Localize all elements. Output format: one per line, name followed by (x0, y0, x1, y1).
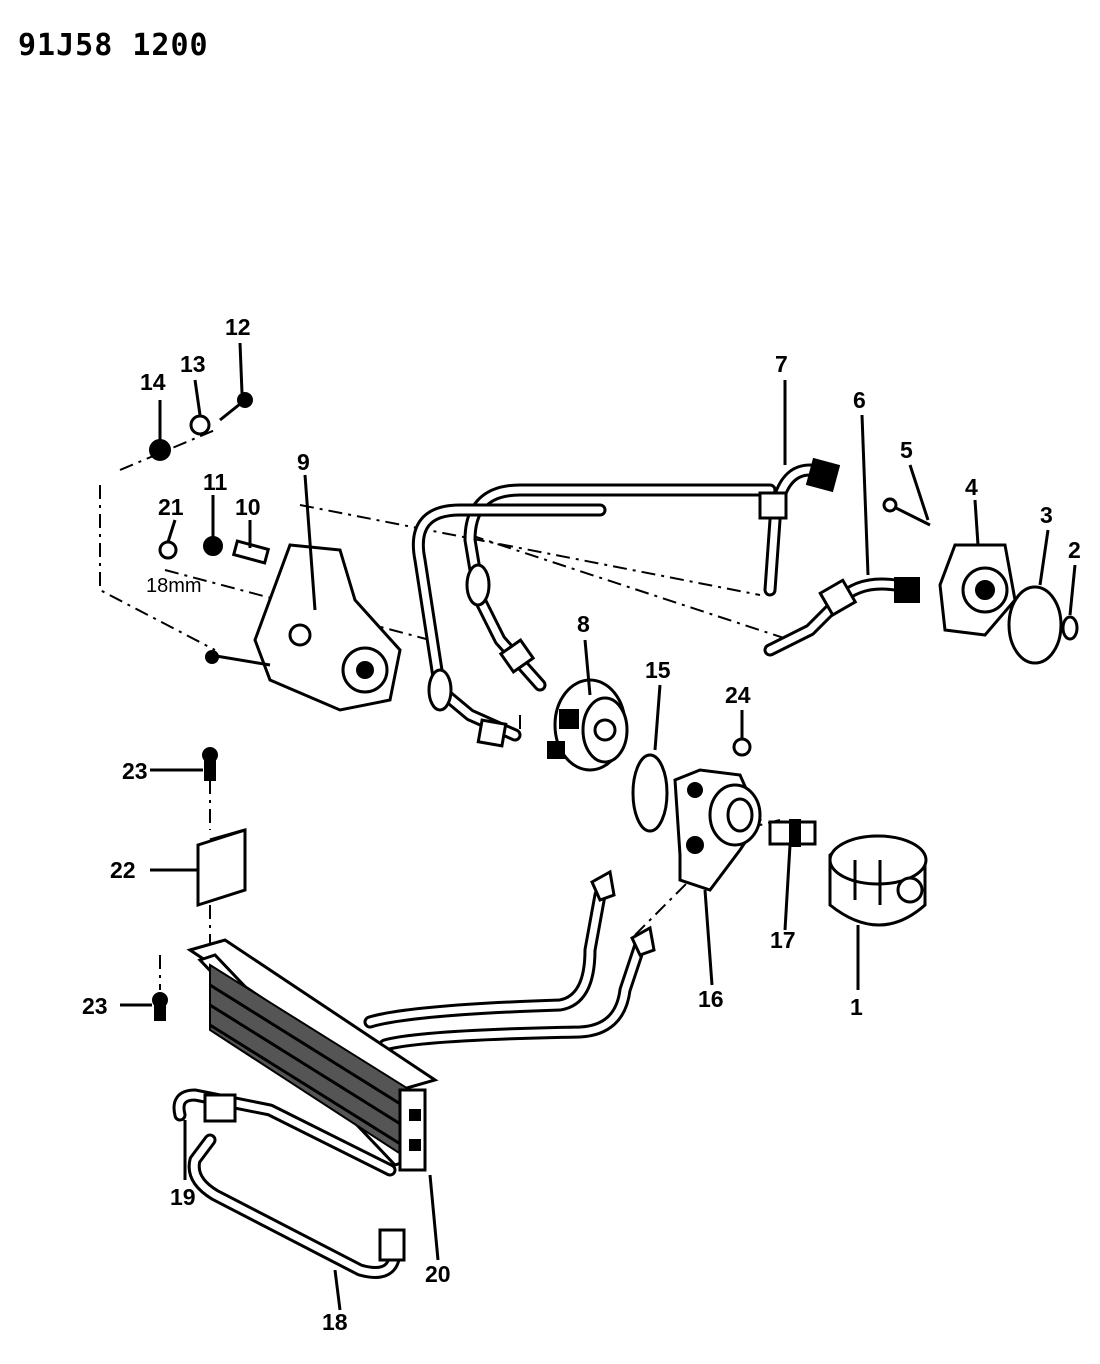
callout-5: 5 (900, 437, 913, 463)
nut-11 (203, 536, 223, 556)
bracket-9 (205, 543, 402, 712)
callout-11: 11 (203, 469, 228, 495)
oil-cooler-core (186, 938, 439, 1172)
pressure-sender-17 (768, 819, 817, 847)
callout-17: 17 (770, 927, 796, 953)
callout-3: 3 (1040, 502, 1053, 528)
callout-23-top: 23 (122, 758, 148, 784)
callout-2: 2 (1068, 537, 1081, 563)
callout-7: 7 (775, 351, 788, 377)
callout-8: 8 (577, 611, 590, 637)
callout-20: 20 (425, 1261, 451, 1287)
callout-21: 21 (158, 494, 184, 520)
callout-9: 9 (297, 449, 310, 475)
callout-24: 24 (725, 682, 751, 708)
bypass-valve-8 (547, 678, 629, 772)
plug-21 (158, 540, 178, 560)
hose-19 (172, 1088, 397, 1177)
o-ring-3 (1007, 585, 1063, 665)
callout-10: 10 (235, 494, 261, 520)
diagram-code: 91J58 1200 (18, 28, 209, 63)
bolt-23-bottom (152, 992, 168, 1021)
callout-12: 12 (225, 314, 251, 340)
callout-14: 14 (140, 369, 166, 395)
hose-7 (758, 457, 841, 597)
callout-4: 4 (965, 474, 978, 500)
callout-6: 6 (853, 387, 866, 413)
callout-19: 19 (170, 1184, 196, 1210)
bolt-5 (882, 497, 931, 527)
callout-16: 16 (698, 986, 724, 1012)
bolt-10 (231, 539, 271, 565)
plug-24 (732, 737, 752, 757)
callout-15: 15 (645, 657, 671, 683)
callout-23-bottom: 23 (82, 993, 108, 1019)
washer-13 (189, 414, 211, 436)
wrench-size-label: 18mm (146, 575, 202, 597)
filter-adapter-16 (673, 768, 762, 892)
cooler-hoses (363, 869, 656, 1052)
callout-1: 1 (850, 994, 863, 1020)
screw-12 (219, 392, 253, 422)
callout-labels: 1 2 3 4 5 6 7 8 9 10 11 12 13 14 15 16 1… (82, 314, 1081, 1335)
bolt-23-top (202, 747, 218, 781)
bracket-22 (196, 827, 247, 908)
callout-18: 18 (322, 1309, 348, 1335)
gasket-15 (631, 753, 669, 833)
hose-6 (763, 577, 920, 657)
washer-2 (1061, 615, 1079, 641)
oil-filter-1 (828, 834, 928, 927)
leader-lines (120, 342, 1077, 1311)
upper-oil-lines (411, 483, 777, 748)
adapter-plate-4 (938, 543, 1017, 637)
callout-13: 13 (180, 351, 206, 377)
hose-18 (187, 1133, 406, 1279)
callout-22: 22 (110, 857, 136, 883)
nut-14 (149, 439, 171, 461)
